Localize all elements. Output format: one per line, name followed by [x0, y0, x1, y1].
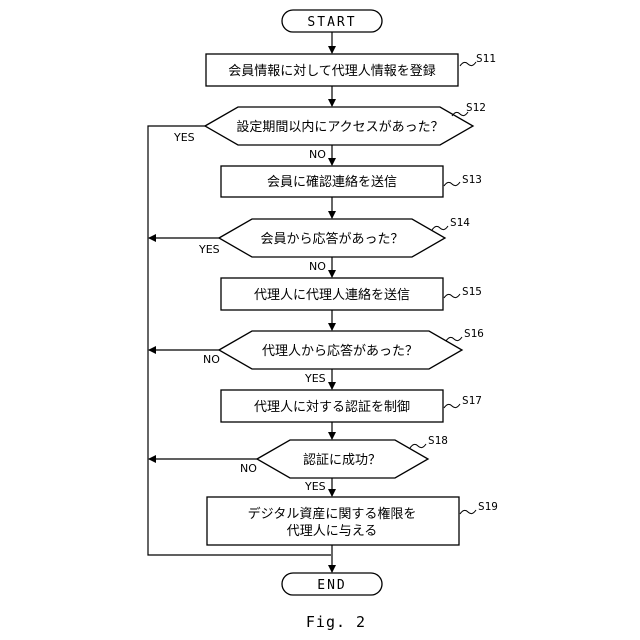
end-label: END [317, 578, 346, 593]
s15-id: S15 [462, 285, 482, 298]
start-label: START [307, 15, 356, 30]
s14-side-label: YES [198, 243, 220, 256]
s14-id: S14 [450, 216, 470, 229]
s19-text-line2: 代理人に与える [287, 524, 378, 539]
s14-down-label: NO [309, 260, 326, 273]
s11-id: S11 [476, 52, 496, 65]
s16-side-label: NO [203, 353, 220, 366]
s17-text: 代理人に対する認証を制御 [254, 399, 410, 415]
s17-id: S17 [462, 394, 482, 407]
s13-text: 会員に確認連絡を送信 [267, 174, 397, 190]
s14-text: 会員から応答があった？ [260, 231, 403, 247]
s19-text-line1: デジタル資産に関する権限を [248, 506, 417, 522]
s13-id: S13 [462, 173, 482, 186]
s18-text: 認証に成功？ [303, 452, 381, 468]
s16-down-label: YES [304, 372, 326, 385]
s12-id: S12 [466, 101, 486, 114]
s18-side-label: NO [240, 462, 257, 475]
s18-id: S18 [428, 434, 448, 447]
s16-text: 代理人から応答があった？ [262, 343, 418, 359]
s12-down-label: NO [309, 148, 326, 161]
s18-down-label: YES [304, 480, 326, 493]
figure-caption: Fig. 2 [306, 613, 366, 631]
s11-text: 会員情報に対して代理人情報を登録 [228, 64, 436, 79]
s16-id: S16 [464, 327, 484, 340]
s12-text: 設定期間以内にアクセスがあった？ [236, 119, 443, 135]
s19-id: S19 [478, 500, 498, 513]
s12-side-label: YES [173, 131, 195, 144]
s15-text: 代理人に代理人連絡を送信 [254, 287, 410, 303]
